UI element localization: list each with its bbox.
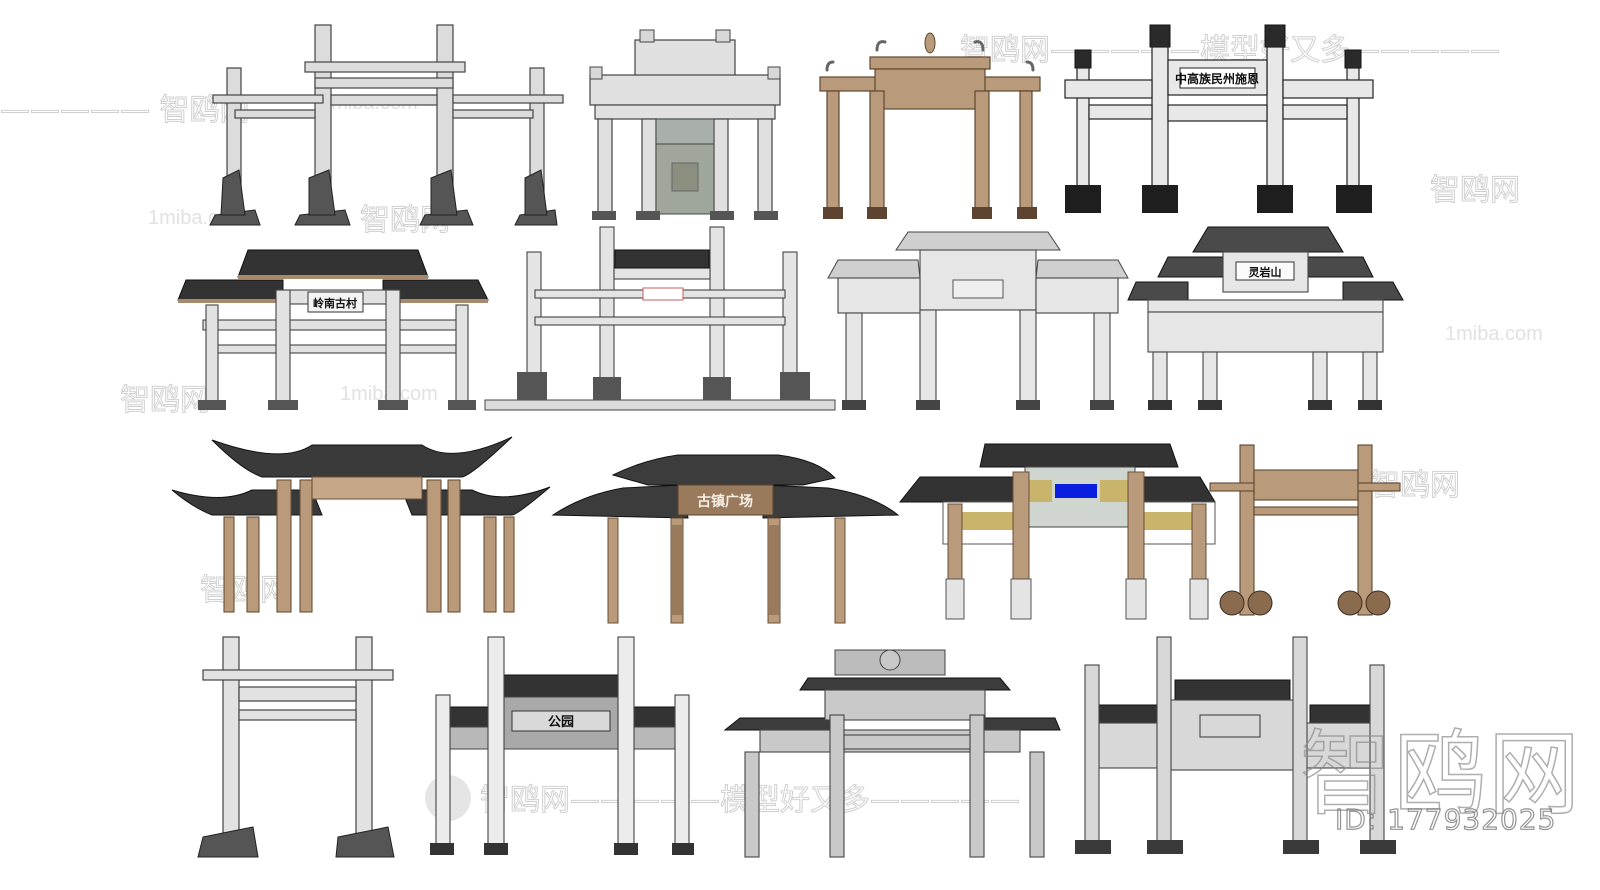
- plaque-text: 中高族民州施恩: [1175, 71, 1259, 86]
- gate-wood-drum-base: [1209, 435, 1401, 625]
- plaque-text: 古镇广场: [697, 493, 753, 510]
- gate-curved-roof-couplets: 古镇广场: [551, 430, 900, 625]
- plaque-text: 公园: [548, 715, 574, 730]
- gate-tiled-roof-3-bay: 岭南古村: [177, 235, 489, 413]
- watermark-brand: 智鸥网: [1430, 173, 1521, 209]
- gate-flying-eave: [171, 425, 552, 620]
- gate-painted-blue-plaque: [898, 432, 1216, 622]
- gate-stone-bracket-roof: [827, 220, 1129, 413]
- gate-stone-hui-style: [580, 25, 790, 220]
- gate-stone-tiled-park: 公园: [430, 635, 695, 857]
- watermark-url: 1miba.com: [1445, 323, 1543, 345]
- gate-stone-2-pillar: [197, 632, 398, 858]
- gate-stone-long-base: [484, 222, 836, 414]
- gate-grey-stone-6-pillar: [1065, 635, 1400, 857]
- plaque-text: 岭南古村: [313, 296, 357, 310]
- gate-grey-brick-couplets: [720, 640, 1061, 858]
- gate-black-stone: 中高族民州施恩: [1060, 20, 1380, 215]
- gate-stone-5-pillar: [205, 20, 565, 226]
- plaque-text: 灵岩山: [1249, 265, 1282, 279]
- gate-wood-4-pillar: [815, 25, 1045, 220]
- watermark-id: ID: 177932025: [1334, 802, 1557, 836]
- watermark-brand-large: 智鸥网: [1299, 720, 1583, 829]
- gate-multi-roof: 灵岩山: [1127, 212, 1404, 412]
